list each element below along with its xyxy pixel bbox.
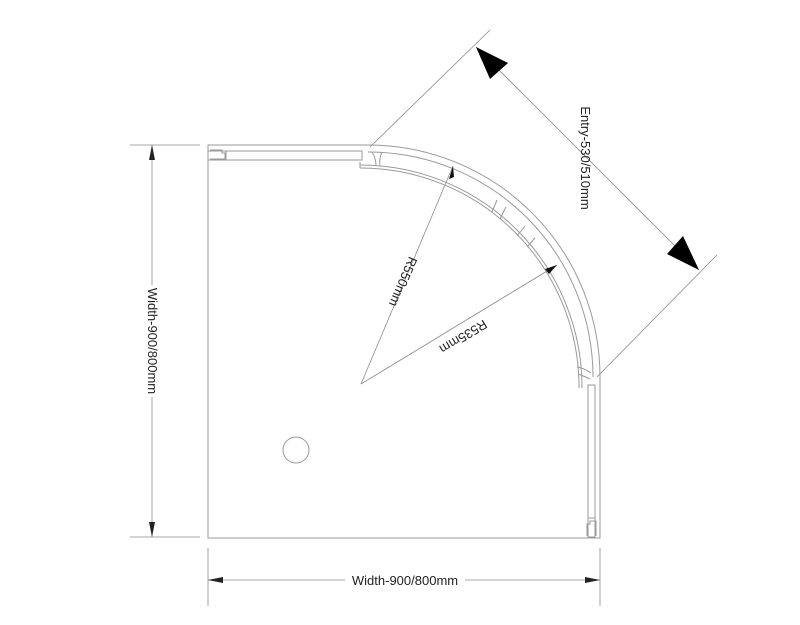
arrowhead-icon: [149, 145, 155, 160]
entry-label: Entry-530/510mm: [578, 106, 593, 209]
arrowhead-icon: [208, 577, 223, 583]
arrowhead-icon: [449, 166, 454, 179]
arrowhead-icon: [585, 577, 600, 583]
left-width-dimension: [130, 144, 200, 538]
bottom-width-label: Width-900/800mm: [352, 573, 458, 588]
arrowhead-icon: [667, 236, 699, 270]
tray-outline: [207, 144, 601, 539]
curved-door: [359, 151, 594, 389]
radius-dimensions: [360, 165, 558, 385]
entry-dimension: [369, 29, 718, 378]
radius-outer-label: R550mm: [386, 255, 420, 309]
radius-inner-label: R535mm: [437, 317, 490, 357]
left-width-label: Width-900/800mm: [145, 288, 160, 394]
arrowhead-icon: [476, 47, 508, 79]
arrowhead-icon: [545, 265, 557, 274]
arrowhead-icon: [149, 522, 155, 537]
top-fixed-panel: [207, 149, 363, 161]
right-fixed-panel: [586, 384, 597, 538]
drain-circle: [282, 436, 310, 464]
